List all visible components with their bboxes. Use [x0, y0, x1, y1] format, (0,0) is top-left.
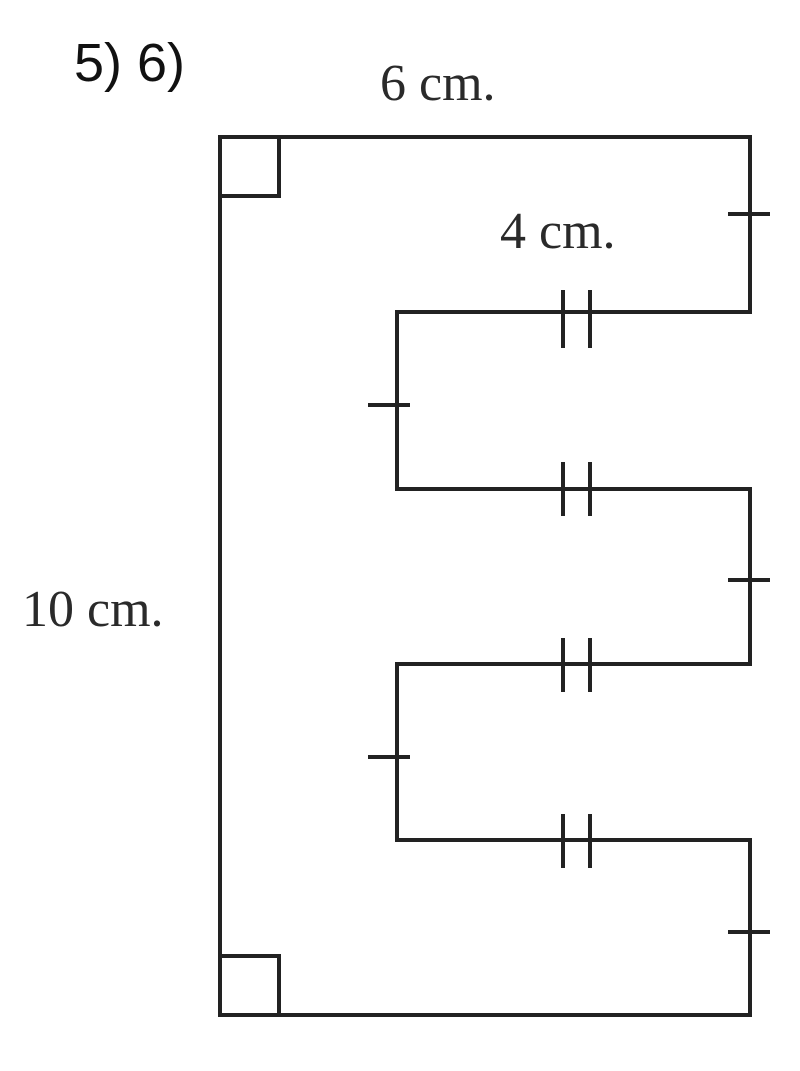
- top-width-label: 6 cm.: [380, 55, 496, 112]
- double-tick-mark: [561, 462, 592, 516]
- inner-width-label: 4 cm.: [500, 203, 616, 260]
- height-label: 10 cm.: [22, 581, 164, 638]
- right-angle-marker-top: [220, 137, 281, 198]
- double-tick-mark: [561, 290, 592, 348]
- problem-number-label: 5) 6): [74, 33, 186, 93]
- right-angle-marker-bottom: [220, 954, 281, 1015]
- double-tick-mark: [561, 814, 592, 868]
- double-tick-mark: [561, 638, 592, 692]
- figure-outline: [218, 135, 752, 1017]
